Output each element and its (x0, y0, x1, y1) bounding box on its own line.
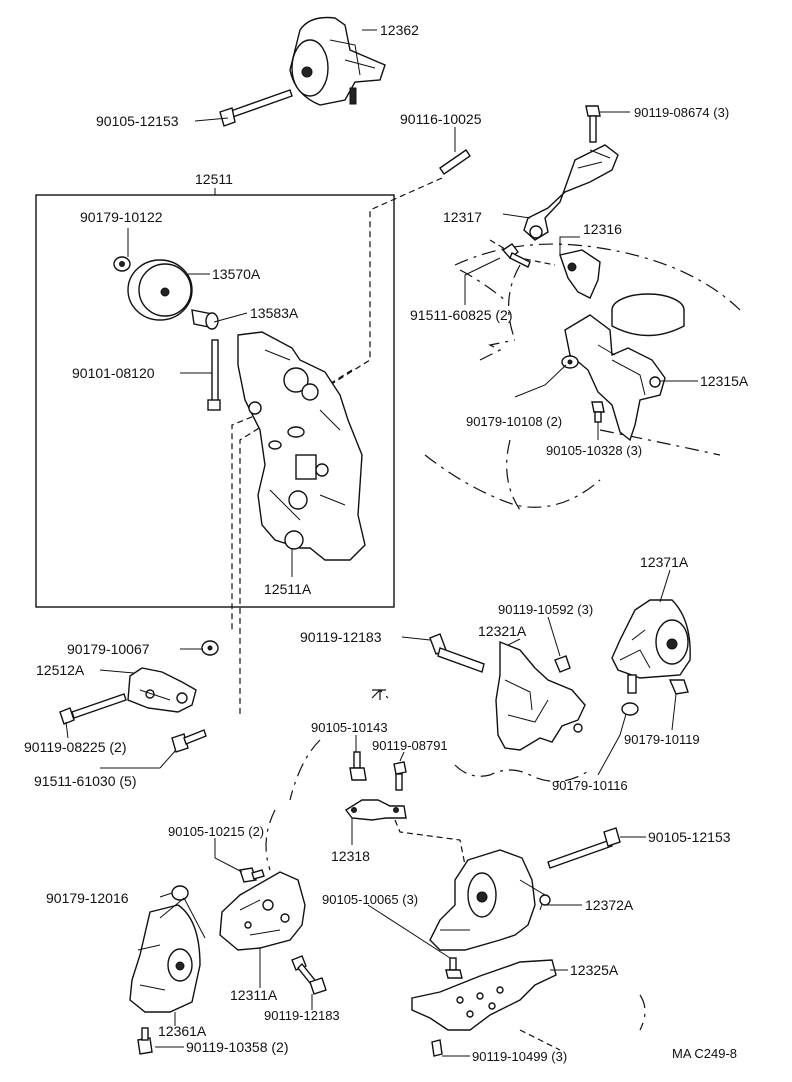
label-90105-10065: 90105-10065 (3) (322, 892, 418, 907)
label-90119-08225: 90119-08225 (2) (24, 739, 126, 755)
label-91511-60825: 91511-60825 (2) (410, 307, 512, 323)
bolt-90119-12183-bottom (291, 955, 327, 995)
mount-12372A (429, 849, 551, 951)
label-12321A: 12321A (478, 623, 527, 639)
stud-90116-10025 (439, 149, 471, 175)
label-90179-10122: 90179-10122 (80, 209, 163, 225)
mount-12315A (564, 314, 666, 442)
stud-12371A (627, 674, 637, 694)
label-90119-10499: 90119-10499 (3) (472, 1049, 567, 1064)
label-12316: 12316 (583, 221, 622, 237)
label-90105-10328: 90105-10328 (3) (546, 443, 642, 458)
label-91511-61030: 91511-61030 (5) (34, 773, 136, 789)
label-90179-10108: 90179-10108 (2) (466, 414, 562, 429)
idler-pulley-13570A (127, 259, 193, 321)
label-12511: 12511 (195, 171, 233, 187)
nut-90179-10067 (201, 640, 219, 656)
bracket-12321A (495, 640, 586, 751)
part-number-labels: 12362 90105-12153 90116-10025 90119-0867… (24, 22, 749, 1064)
mount-12371A (611, 599, 691, 679)
label-90105-12153-bottom: 90105-12153 (648, 829, 731, 845)
label-13583A: 13583A (250, 305, 299, 321)
bracket-12512A (127, 667, 197, 713)
label-90105-10143: 90105-10143 (311, 720, 388, 735)
bolt-91511-61030 (171, 729, 207, 753)
label-90179-10116: 90179-10116 (552, 778, 628, 793)
bolt-91511-60825 (501, 243, 531, 268)
bracket-12316 (559, 249, 601, 299)
label-90119-12183-mid: 90119-12183 (300, 629, 382, 645)
label-12372A: 12372A (585, 897, 634, 913)
bolt-90105-10143 (349, 751, 367, 781)
nut-90179-10116 (621, 702, 639, 716)
bolt-90101-08120 (207, 339, 221, 411)
bolt-90119-08791 (393, 761, 407, 791)
label-90101-08120: 90101-08120 (72, 365, 155, 381)
mount-12361A (129, 904, 201, 1013)
label-12315A: 12315A (700, 373, 749, 389)
collar-13583A (191, 309, 219, 330)
label-12362: 12362 (380, 22, 419, 38)
label-12511A: 12511A (264, 581, 312, 597)
engine-mount-12362 (289, 16, 386, 106)
bracket-12511A (237, 331, 366, 561)
bolt-90119-08674 (585, 105, 601, 143)
bolt-90105-12153-top (219, 89, 293, 127)
leader-lines (65, 29, 698, 1057)
bracket-12325A (411, 959, 557, 1031)
label-12371A: 12371A (640, 554, 689, 570)
bolt-90105-10328 (591, 401, 605, 423)
bolt-90105-12153-bottom (547, 827, 621, 869)
bracket-12311A (219, 871, 306, 951)
label-90119-08674: 90119-08674 (3) (634, 105, 729, 120)
nut-90179-10119 (668, 679, 689, 695)
engine-component-cylinder (611, 293, 685, 337)
bracket-12318 (344, 799, 407, 821)
diagram-code: MA C249-8 (672, 1046, 737, 1061)
bolt-90119-12183-mid (429, 633, 485, 673)
label-13570A: 13570A (212, 266, 261, 282)
bracket-12317 (523, 144, 619, 241)
bolt-90119-10499 (431, 1039, 443, 1057)
label-90179-10119: 90179-10119 (624, 732, 700, 747)
bolt-90105-10215 (239, 867, 265, 883)
label-90179-10067: 90179-10067 (67, 641, 150, 657)
label-90179-12016: 90179-12016 (46, 890, 129, 906)
nut-90179-12016 (171, 885, 189, 901)
bolt-90105-10065 (445, 957, 463, 979)
label-90105-12153-top: 90105-12153 (96, 113, 179, 129)
label-90116-10025: 90116-10025 (400, 111, 482, 127)
engine-outline (265, 243, 741, 1031)
label-12317: 12317 (443, 209, 482, 225)
label-90105-10215: 90105-10215 (2) (168, 824, 264, 839)
label-90119-10592: 90119-10592 (3) (498, 602, 593, 617)
label-12325A: 12325A (570, 962, 619, 978)
label-12318: 12318 (331, 848, 370, 864)
label-12361A: 12361A (158, 1023, 207, 1039)
bolt-90119-10358 (137, 1027, 153, 1055)
label-90119-08791: 90119-08791 (372, 738, 448, 753)
bolt-90119-10592 (554, 655, 571, 673)
label-90119-10358: 90119-10358 (2) (186, 1039, 288, 1055)
label-12512A: 12512A (36, 662, 85, 678)
label-12311A: 12311A (230, 987, 278, 1003)
bolt-90119-08225 (59, 693, 127, 725)
label-90119-12183-bottom: 90119-12183 (264, 1008, 340, 1023)
nut-90179-10122 (113, 256, 131, 272)
